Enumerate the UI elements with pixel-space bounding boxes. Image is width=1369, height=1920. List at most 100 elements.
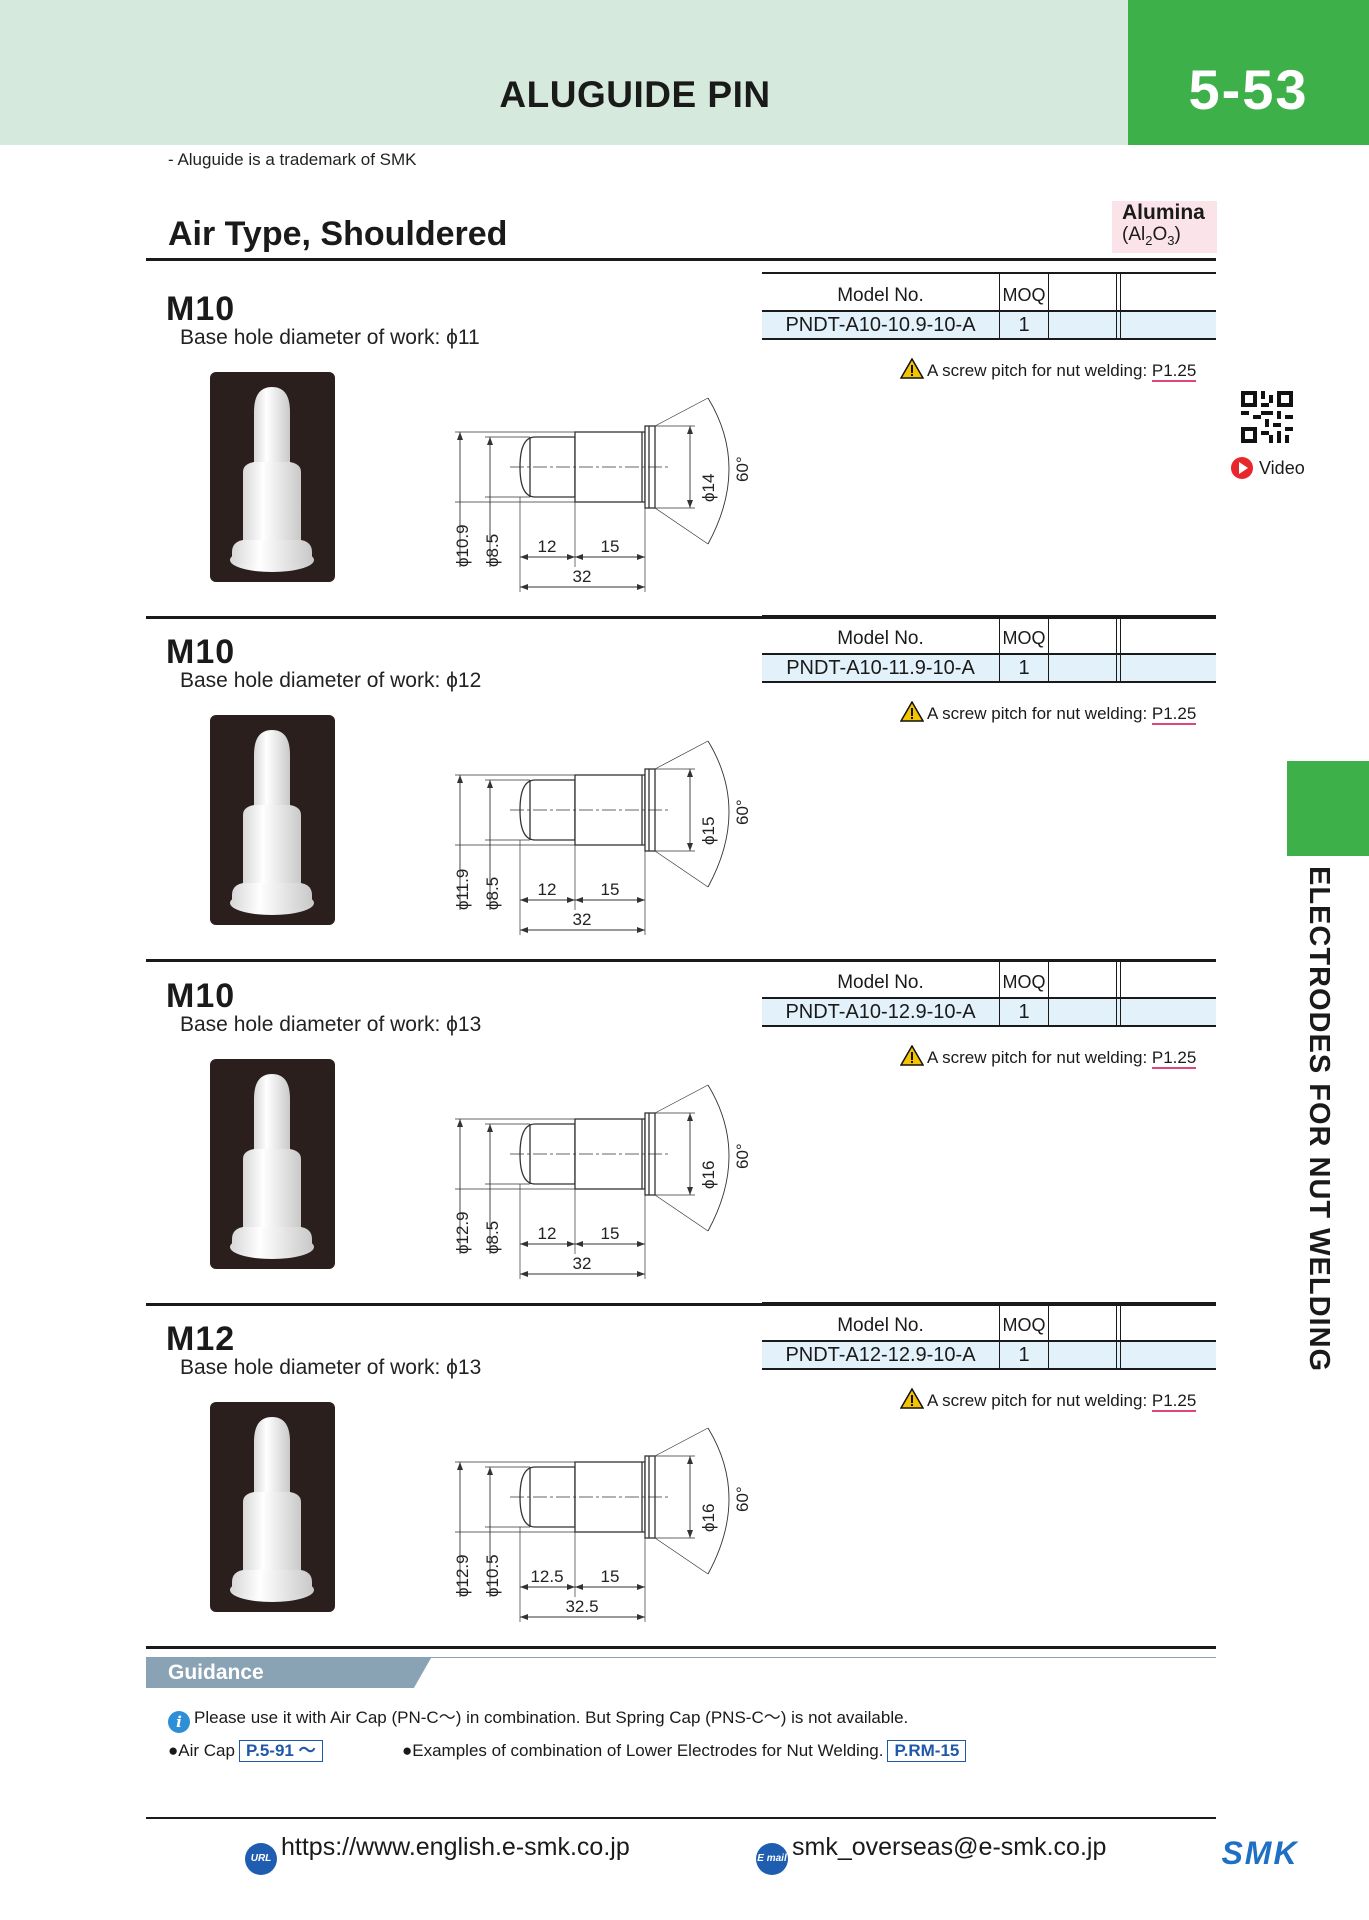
guidance-label: Guidance xyxy=(168,1661,264,1684)
svg-text:SMK: SMK xyxy=(1221,1836,1299,1870)
screw-pitch-value: P1.25 xyxy=(1151,361,1197,382)
qr-code[interactable] xyxy=(1241,391,1293,443)
model-header: Model No. xyxy=(837,1315,924,1336)
base-hole-diameter: Base hole diameter of work: ϕ13 xyxy=(180,1013,482,1036)
moq-value: 1 xyxy=(1018,314,1030,336)
dim-total: 32.5 xyxy=(565,1597,598,1616)
model-table: Model No. MOQ PNDT-A10-12.9-10-A 1 xyxy=(762,959,1216,1037)
dim-total: 32 xyxy=(573,910,592,929)
dim-flange: ϕ16 xyxy=(699,1504,718,1532)
guidance-header xyxy=(146,1658,431,1688)
dim-angle: 60° xyxy=(733,1143,752,1169)
moq-header: MOQ xyxy=(1002,628,1046,648)
section-title: Air Type, Shouldered xyxy=(168,215,508,253)
dim-angle: 60° xyxy=(733,456,752,482)
model-number[interactable]: PNDT-A10-11.9-10-A xyxy=(786,657,975,679)
model-header: Model No. xyxy=(837,972,924,993)
footer-divider xyxy=(146,1817,1216,1819)
trademark-note: - Aluguide is a trademark of SMK xyxy=(168,150,417,169)
dim-flange: ϕ15 xyxy=(699,817,718,845)
dim-angle: 60° xyxy=(733,799,752,825)
model-number[interactable]: PNDT-A10-10.9-10-A xyxy=(785,314,976,336)
air-cap-link[interactable]: P.5-91 〜 xyxy=(238,1740,323,1762)
screw-pitch-value: P1.25 xyxy=(1151,704,1197,725)
screw-pitch-label: A screw pitch for nut welding: xyxy=(927,1048,1152,1067)
product-photo xyxy=(210,1059,335,1269)
screw-pitch-label: A screw pitch for nut welding: xyxy=(927,704,1152,723)
material-name: Alumina xyxy=(1122,201,1205,224)
dim-flange: ϕ14 xyxy=(699,474,718,502)
product-photo xyxy=(210,1402,335,1612)
dim-len2: 15 xyxy=(601,1567,620,1586)
side-tab-marker xyxy=(1287,761,1369,856)
dim-len2: 15 xyxy=(601,880,620,899)
side-tab-label: ELECTRODES FOR NUT WELDING xyxy=(1303,866,1335,1373)
dim-tip: ϕ10.5 xyxy=(483,1554,502,1597)
air-cap-text: ●Air Cap xyxy=(168,1741,235,1760)
product-divider xyxy=(146,1646,1216,1649)
product-divider xyxy=(146,1303,1216,1306)
mail-icon: E mail xyxy=(756,1843,788,1875)
dim-outer: ϕ12.9 xyxy=(453,1554,472,1597)
guidance-line xyxy=(146,1657,1216,1658)
model-table: Model No. MOQ PNDT-A10-10.9-10-A 1 xyxy=(762,272,1216,350)
page-number: 5-53 xyxy=(1128,0,1369,145)
screw-pitch-label: A screw pitch for nut welding: xyxy=(927,1391,1152,1410)
screw-pitch-note: A screw pitch for nut welding: P1.25 xyxy=(900,1045,1197,1069)
screw-pitch-note: A screw pitch for nut welding: P1.25 xyxy=(900,701,1197,725)
dimension-drawing: ϕ12.9 ϕ8.5 ϕ16 60° 12 15 32 xyxy=(453,1084,752,1279)
model-header: Model No. xyxy=(837,628,924,649)
model-number[interactable]: PNDT-A10-12.9-10-A xyxy=(785,1001,976,1023)
email-address[interactable]: smk_overseas@e-smk.co.jp xyxy=(792,1833,1107,1861)
product-divider xyxy=(146,616,1216,619)
info-icon: i xyxy=(168,1711,190,1733)
dim-len1: 12 xyxy=(538,880,557,899)
base-hole-diameter: Base hole diameter of work: ϕ11 xyxy=(180,326,480,349)
product-photo xyxy=(210,372,335,582)
moq-header: MOQ xyxy=(1002,972,1046,992)
model-header: Model No. xyxy=(837,285,924,306)
dim-len1: 12.5 xyxy=(530,1567,563,1586)
model-table: Model No. MOQ PNDT-A12-12.9-10-A 1 xyxy=(762,1302,1216,1380)
material-badge: Alumina (Al2O3) xyxy=(1112,201,1217,253)
product-block: M10 Base hole diameter of work: ϕ13 Mode… xyxy=(0,959,1369,1306)
dimension-drawing: ϕ10.9 ϕ8.5 ϕ14 60° 12 15 32 xyxy=(453,397,752,592)
warning-icon xyxy=(900,358,924,379)
model-number[interactable]: PNDT-A12-12.9-10-A xyxy=(785,1344,976,1366)
dimension-drawing: ϕ11.9 ϕ8.5 ϕ15 60° 12 15 32 xyxy=(453,740,752,935)
guidance-note-text: Please use it with Air Cap (PN-C〜) in co… xyxy=(194,1708,909,1727)
thread-size: M10 xyxy=(166,977,236,1015)
dim-angle: 60° xyxy=(733,1486,752,1512)
dim-len2: 15 xyxy=(601,1224,620,1243)
material-formula: (Al2O3) xyxy=(1122,224,1181,248)
combination-link[interactable]: P.RM-15 xyxy=(887,1740,967,1762)
thread-size: M12 xyxy=(166,1320,236,1358)
moq-value: 1 xyxy=(1018,657,1030,679)
screw-pitch-value: P1.25 xyxy=(1151,1391,1197,1412)
website-url[interactable]: https://www.english.e-smk.co.jp xyxy=(281,1833,630,1861)
video-label: Video xyxy=(1259,458,1305,478)
page-title: ALUGUIDE PIN xyxy=(499,74,771,115)
smk-logo: SMK xyxy=(1221,1836,1299,1870)
dim-flange: ϕ16 xyxy=(699,1161,718,1189)
video-link[interactable]: Video xyxy=(1231,457,1305,479)
model-table: Model No. MOQ PNDT-A10-11.9-10-A 1 xyxy=(762,615,1216,693)
screw-pitch-value: P1.25 xyxy=(1151,1048,1197,1069)
product-divider xyxy=(146,959,1216,962)
screw-pitch-note: A screw pitch for nut welding: P1.25 xyxy=(900,358,1197,382)
warning-icon xyxy=(900,701,924,722)
dim-outer: ϕ10.9 xyxy=(453,524,472,567)
section-divider xyxy=(146,258,1216,261)
dimension-drawing: ϕ12.9 ϕ10.5 ϕ16 60° 12.5 15 32.5 xyxy=(453,1427,752,1622)
warning-icon xyxy=(900,1045,924,1066)
dim-outer: ϕ11.9 xyxy=(453,869,472,910)
base-hole-diameter: Base hole diameter of work: ϕ12 xyxy=(180,669,482,692)
dim-len1: 12 xyxy=(538,537,557,556)
header-band xyxy=(0,0,1128,145)
dim-len1: 12 xyxy=(538,1224,557,1243)
combination-text: ●Examples of combination of Lower Electr… xyxy=(402,1741,884,1760)
